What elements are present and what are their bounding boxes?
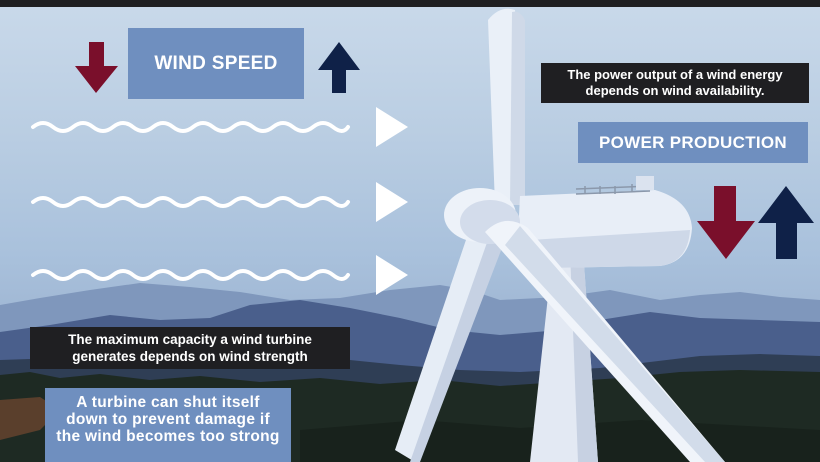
wind-arrow-icon [31,121,350,281]
down-arrow-icon [697,186,755,259]
wind-speed-label: WIND SPEED [128,28,304,99]
power-output-note: The power output of a wind energy depend… [541,63,809,103]
wind-arrowheads [376,107,408,295]
up-arrow-icon [758,186,814,259]
capacity-note: The maximum capacity a wind turbine gene… [30,327,350,369]
up-arrow-icon [318,42,360,93]
shutdown-note: A turbine can shut itself down to preven… [45,388,291,462]
top-bar [0,0,820,7]
power-production-label: POWER PRODUCTION [578,122,808,163]
down-arrow-icon [75,42,118,93]
